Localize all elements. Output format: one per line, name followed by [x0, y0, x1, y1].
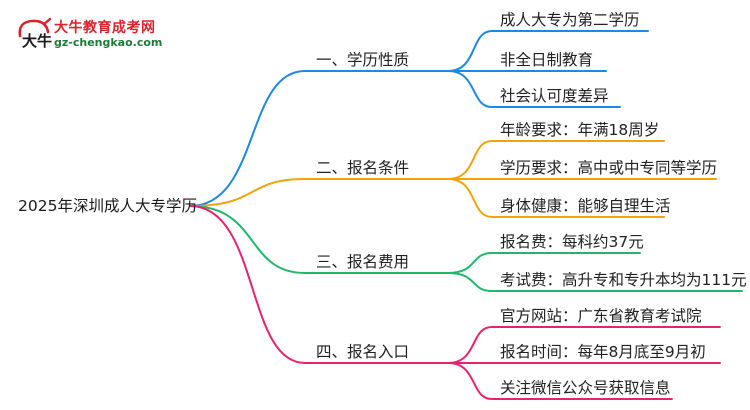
svg-text:大牛: 大牛	[22, 32, 52, 50]
leaf-connector	[447, 272, 743, 292]
branch-label: 三、报名费用	[316, 253, 410, 271]
leaf-connector	[447, 30, 649, 72]
leaf-label: 考试费：高升专和专升本均为111元	[500, 271, 747, 289]
root-node: 2025年深圳成人大专学历	[18, 197, 197, 215]
leaf-label: 成人大专为第二学历	[500, 11, 640, 29]
leaf-label: 学历要求：高中或中专同等学历	[500, 159, 718, 177]
leaf-connector	[447, 70, 621, 108]
leaf-label: 社会认可度差异	[500, 87, 609, 105]
leaf-connector	[447, 252, 641, 274]
leaf-connector	[447, 140, 665, 180]
logo-name: 大牛教育成考网	[54, 20, 156, 36]
branch-connector	[189, 205, 306, 364]
leaf-label: 报名费：每科约37元	[500, 233, 644, 251]
leaf-connector	[447, 178, 665, 218]
branch-connector	[189, 205, 306, 274]
leaf-connector	[447, 362, 673, 400]
branch-connector	[189, 70, 306, 207]
site-logo: 大牛 大牛教育成考网 gz-chengkao.com	[14, 14, 174, 54]
leaf-label: 非全日制教育	[500, 51, 594, 69]
leaf-label: 报名时间：每年8月底至9月初	[500, 343, 706, 361]
leaf-label: 官方网站：广东省教育考试院	[500, 307, 702, 325]
leaf-connector	[447, 326, 721, 364]
leaf-label: 年龄要求：年满18周岁	[500, 121, 660, 139]
leaf-label: 关注微信公众号获取信息	[500, 379, 671, 397]
leaf-label: 身体健康：能够自理生活	[500, 197, 671, 215]
bull-logo-icon: 大牛	[18, 17, 52, 50]
branch-label: 一、学历性质	[316, 51, 410, 69]
branch-label: 四、报名入口	[316, 343, 410, 361]
branch-connector	[189, 178, 306, 207]
branch-label: 二、报名条件	[316, 159, 410, 177]
logo-url: gz-chengkao.com	[54, 36, 163, 49]
